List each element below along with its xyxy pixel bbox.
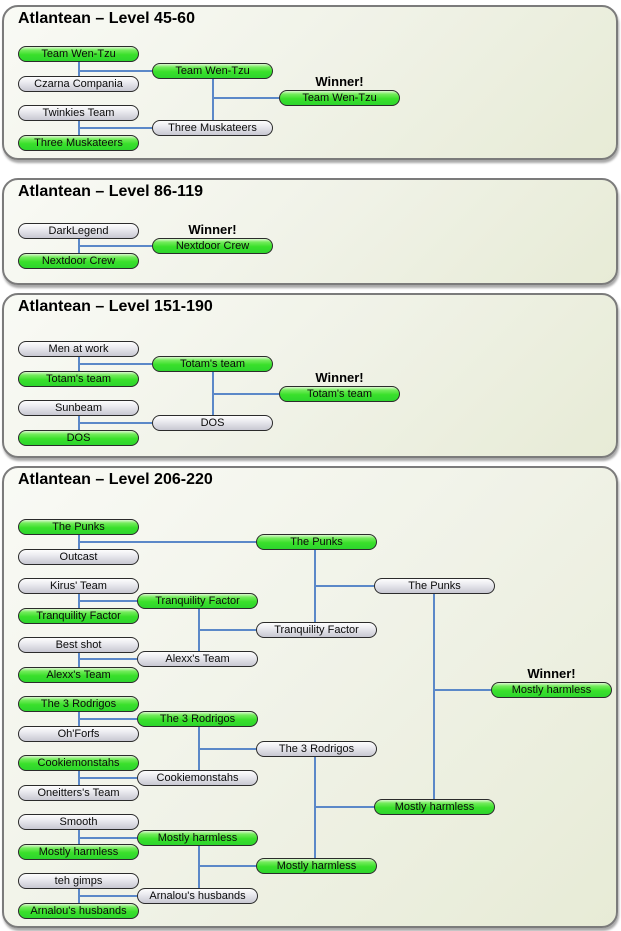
winner-label: Winner! — [527, 666, 576, 681]
bracket-connector — [78, 422, 152, 424]
team-pill: Arnalou's husbands — [18, 903, 139, 919]
team-pill: DOS — [152, 415, 273, 431]
bracket-connector — [212, 393, 279, 395]
team-pill: Mostly harmless — [374, 799, 495, 815]
team-pill: Smooth — [18, 814, 139, 830]
winner-label: Winner! — [188, 222, 237, 237]
bracket-connector — [212, 97, 279, 99]
team-pill: Totam's team — [18, 371, 139, 387]
team-pill: The Punks — [374, 578, 495, 594]
team-pill: Team Wen-Tzu — [279, 90, 400, 106]
team-pill: Cookiemonstahs — [137, 770, 258, 786]
team-pill: Sunbeam — [18, 400, 139, 416]
panel-title: Atlantean – Level 151-190 — [18, 298, 213, 315]
bracket-connector — [78, 70, 152, 72]
bracket-connector — [78, 245, 152, 247]
bracket-connector — [78, 653, 80, 667]
team-pill: The Punks — [256, 534, 377, 550]
team-pill: Team Wen-Tzu — [18, 46, 139, 62]
team-pill: Twinkies Team — [18, 105, 139, 121]
bracket-connector — [78, 363, 152, 365]
team-pill: Oh'Forfs — [18, 726, 139, 742]
team-pill: Three Muskateers — [18, 135, 139, 151]
bracket-connector — [78, 600, 137, 602]
team-pill: Alexx's Team — [18, 667, 139, 683]
team-pill: The 3 Rodrigos — [18, 696, 139, 712]
team-pill: DOS — [18, 430, 139, 446]
team-pill: DarkLegend — [18, 223, 139, 239]
team-pill: Mostly harmless — [256, 858, 377, 874]
team-pill: Mostly harmless — [137, 830, 258, 846]
bracket-connector — [78, 62, 80, 76]
team-pill: Tranquility Factor — [256, 622, 377, 638]
team-pill: Three Muskateers — [152, 120, 273, 136]
bracket-connector — [198, 629, 256, 631]
bracket-connector — [78, 718, 137, 720]
team-pill: Men at work — [18, 341, 139, 357]
team-pill: Mostly harmless — [491, 682, 612, 698]
bracket-connector — [198, 846, 200, 888]
bracket-connector — [314, 806, 374, 808]
team-pill: Mostly harmless — [18, 844, 139, 860]
winner-label: Winner! — [315, 370, 364, 385]
bracket-connector — [433, 689, 491, 691]
bracket-connector — [78, 541, 256, 543]
bracket-connector — [78, 895, 137, 897]
team-pill: The 3 Rodrigos — [256, 741, 377, 757]
team-pill: Tranquility Factor — [137, 593, 258, 609]
team-pill: Kirus' Team — [18, 578, 139, 594]
team-pill: Totam's team — [279, 386, 400, 402]
bracket-connector — [198, 865, 256, 867]
bracket-connector — [78, 777, 137, 779]
team-pill: Best shot — [18, 637, 139, 653]
panel-title: Atlantean – Level 45-60 — [18, 10, 195, 27]
bracket-connector — [78, 837, 137, 839]
bracket-connector — [433, 594, 435, 799]
team-pill: Nextdoor Crew — [18, 253, 139, 269]
team-pill: teh gimps — [18, 873, 139, 889]
winner-label: Winner! — [315, 74, 364, 89]
team-pill: Tranquility Factor — [18, 608, 139, 624]
team-pill: Team Wen-Tzu — [152, 63, 273, 79]
bracket-connector — [314, 585, 374, 587]
team-pill: Oneitters's Team — [18, 785, 139, 801]
bracket-connector — [78, 127, 152, 129]
team-pill: The Punks — [18, 519, 139, 535]
team-pill: Czarna Compania — [18, 76, 139, 92]
team-pill: The 3 Rodrigos — [137, 711, 258, 727]
team-pill: Arnalou's husbands — [137, 888, 258, 904]
panel-title: Atlantean – Level 206-220 — [18, 471, 213, 488]
bracket-connector — [78, 658, 137, 660]
team-pill: Outcast — [18, 549, 139, 565]
bracket-connector — [212, 79, 214, 120]
team-pill: Alexx's Team — [137, 651, 258, 667]
team-pill: Totam's team — [152, 356, 273, 372]
team-pill: Cookiemonstahs — [18, 755, 139, 771]
team-pill: Nextdoor Crew — [152, 238, 273, 254]
bracket-connector — [198, 748, 256, 750]
panel-title: Atlantean – Level 86-119 — [18, 183, 203, 200]
